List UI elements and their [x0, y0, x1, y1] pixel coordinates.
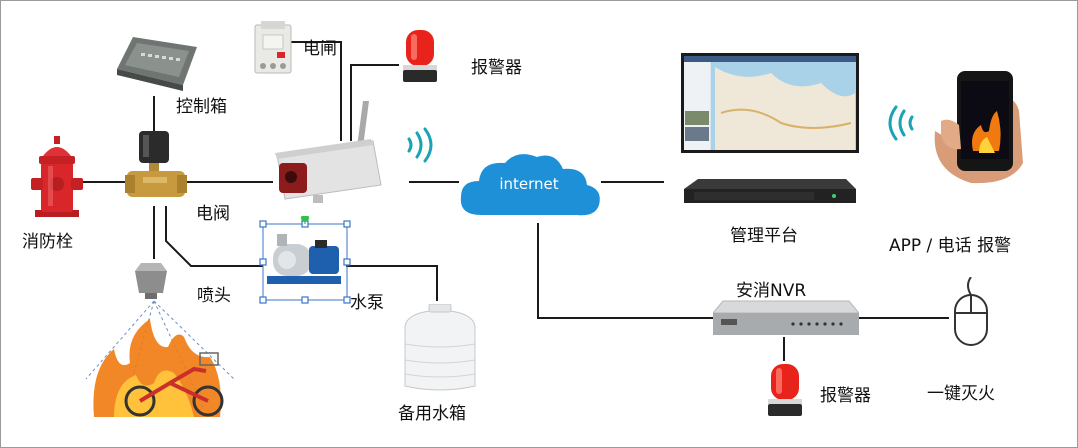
valve-pump-line [165, 206, 263, 267]
alarm-beacon-icon [768, 364, 802, 416]
water-pump-icon [259, 216, 351, 304]
control-box-icon [117, 37, 197, 91]
alarm-line [350, 64, 399, 141]
wifi-signal-icon [407, 127, 433, 163]
nvr-recorder-icon [713, 300, 859, 335]
wifi-signal-icon [888, 105, 914, 141]
control-box-label: 控制箱 [176, 97, 227, 117]
smartphone-icon [934, 71, 1023, 184]
fire-scene-icon [85, 300, 235, 417]
internet-label: internet [499, 175, 558, 193]
monitor-icon [681, 53, 859, 153]
one-key-label: 一键灭火 [927, 384, 995, 404]
tank-label: 备用水箱 [398, 404, 466, 424]
nozzle-label: 喷头 [197, 286, 231, 306]
nvr-label: 安消NVR [736, 281, 807, 301]
valve-label: 电阀 [196, 204, 230, 224]
platform-label: 管理平台 [730, 226, 798, 246]
breaker-label: 电闸 [303, 39, 337, 59]
alarm-beacon-icon [403, 30, 437, 82]
internet-cloud-icon: internet [460, 154, 600, 216]
rack-server-icon [684, 179, 856, 203]
solenoid-valve-icon [125, 131, 187, 197]
thermal-camera-icon [275, 101, 382, 203]
pump-tank-line [346, 265, 438, 301]
hydrant-label: 消防栓 [22, 232, 73, 252]
circuit-breaker-icon [254, 21, 292, 74]
fire-hydrant-icon [31, 136, 83, 217]
water-tank-icon [404, 304, 476, 391]
internet-nvr-line [537, 223, 713, 319]
alarm-top-label: 报警器 [471, 58, 522, 78]
app-alarm-label: APP / 电话 报警 [889, 236, 1012, 256]
pump-label: 水泵 [350, 293, 384, 313]
sprinkler-nozzle-icon [135, 263, 167, 299]
breaker-line [291, 41, 342, 141]
mouse-icon [954, 277, 988, 346]
alarm-bottom-label: 报警器 [820, 386, 871, 406]
